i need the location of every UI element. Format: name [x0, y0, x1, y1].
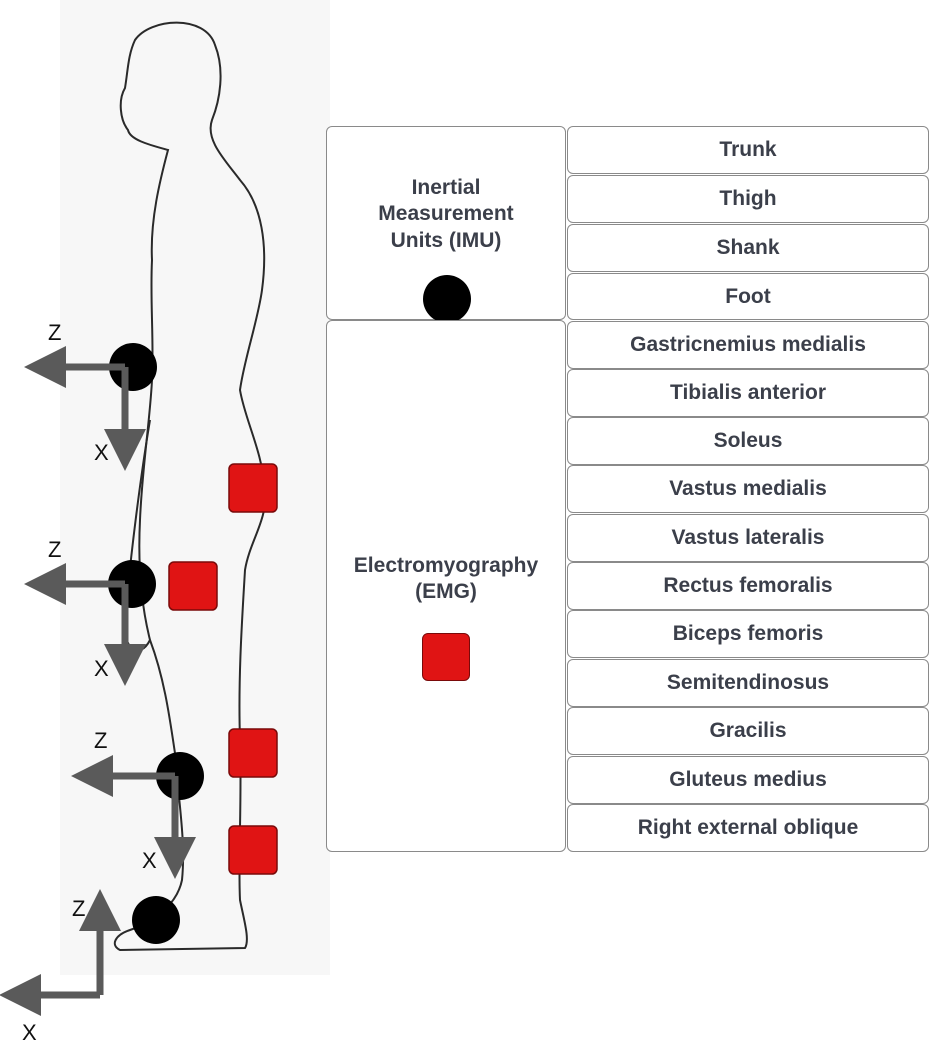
emg-muscle-cell: Rectus femoralis: [567, 562, 929, 610]
imu-location-cell: Foot: [567, 273, 929, 320]
emg-square-3: [228, 728, 278, 778]
imu-shank-dot: [156, 752, 204, 800]
imu-group-cell: Inertial Measurement Units (IMU): [326, 126, 566, 323]
emg-legend-marker: [422, 633, 470, 681]
axis-label-x: X: [94, 440, 109, 465]
emg-muscle-cell: Tibialis anterior: [567, 369, 929, 417]
axis-label-x: X: [22, 1020, 37, 1045]
emg-square-2: [168, 561, 218, 611]
imu-thigh-dot: [108, 560, 156, 608]
emg-label-line1: Electromyography: [353, 554, 539, 577]
axis-label-x: X: [94, 656, 109, 681]
axis-trunk: [24, 346, 146, 471]
axis-label-z: Z: [72, 896, 85, 921]
emg-muscle-cell: Vastus medialis: [567, 465, 929, 513]
axis-thigh: [24, 563, 146, 686]
axis-foot: [0, 889, 121, 1016]
emg-muscle-cell: Semitendinosus: [567, 659, 929, 707]
imu-location-cell: Shank: [567, 224, 929, 272]
axis-label-z: Z: [94, 728, 107, 753]
emg-muscle-cell: Right external oblique: [567, 804, 929, 852]
emg-muscle-cell: Gastricnemius medialis: [567, 321, 929, 369]
emg-muscle-cell: Vastus lateralis: [567, 514, 929, 562]
imu-trunk-dot: [109, 343, 157, 391]
axis-shank: [71, 755, 196, 879]
imu-legend-marker: [423, 275, 471, 323]
emg-muscle-cell: Gluteus medius: [567, 756, 929, 804]
emg-muscle-cell: Soleus: [567, 417, 929, 465]
imu-label-line2: Measurement: [378, 202, 514, 226]
imu-location-cell: Thigh: [567, 175, 929, 223]
emg-square-4: [228, 825, 278, 875]
emg-muscle-cell: Biceps femoris: [567, 610, 929, 658]
human-silhouette: [113, 21, 267, 952]
emg-label-line2: (EMG): [415, 580, 477, 604]
emg-muscle-cell: Gracilis: [567, 707, 929, 755]
emg-square-1: [228, 463, 278, 513]
body-figure: Z X Z X Z X Z X: [0, 0, 330, 1045]
imu-foot-dot: [132, 896, 180, 944]
imu-label-line3: Units (IMU): [390, 228, 502, 252]
axis-label-z: Z: [48, 320, 61, 345]
imu-location-cell: Trunk: [567, 126, 929, 174]
axis-label-z: Z: [48, 537, 61, 562]
imu-label-line1: Inertial: [411, 176, 481, 199]
emg-group-cell: Electromyography (EMG): [326, 320, 566, 852]
axis-label-x: X: [142, 848, 157, 873]
